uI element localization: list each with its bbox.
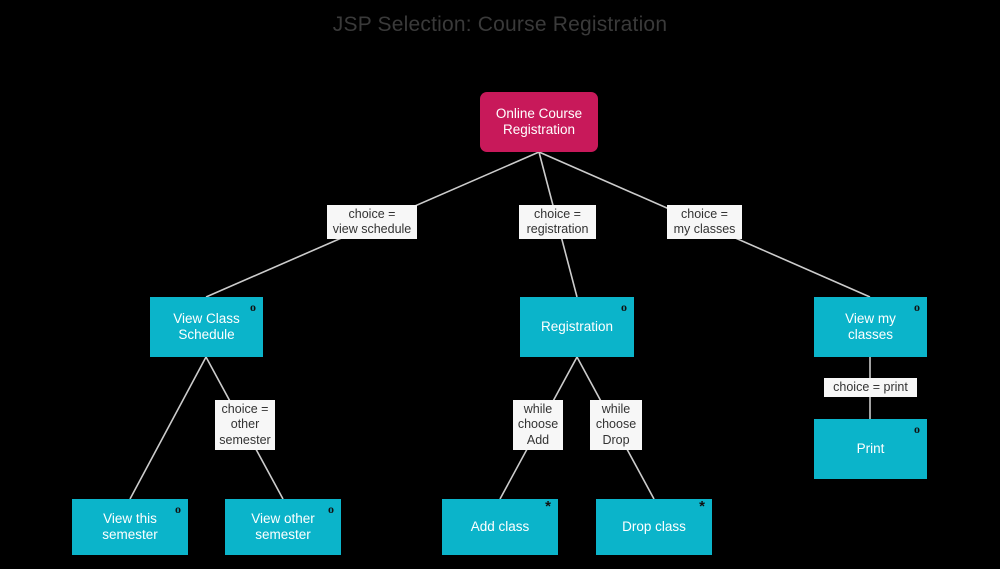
node-label: View my classes	[845, 311, 896, 342]
edge-label-text: while choose Drop	[595, 401, 637, 447]
node-marker-o: o	[914, 422, 920, 436]
node-online-course-registration[interactable]: Online Course Registration	[480, 92, 598, 152]
edge-label-choice-my-classes: choice = my classes	[667, 205, 742, 239]
node-print[interactable]: Print o	[814, 419, 927, 479]
node-view-other-semester[interactable]: View other semester o	[225, 499, 341, 555]
node-marker-star: *	[699, 498, 705, 515]
node-add-class[interactable]: Add class *	[442, 499, 558, 555]
edge-label-text: choice = my classes	[673, 206, 736, 237]
node-marker-o: o	[621, 300, 627, 314]
node-marker-star: *	[545, 498, 551, 515]
edge-label-choice-print: choice = print	[824, 378, 917, 397]
node-marker-o: o	[914, 300, 920, 314]
edge-label-choice-other-semester: choice = other semester	[215, 400, 275, 450]
edge-view-schedule-to-view-this	[129, 356, 207, 500]
node-marker-o: o	[250, 300, 256, 314]
node-label: Online Course Registration	[495, 106, 583, 137]
node-marker-o: o	[175, 502, 181, 516]
node-label: Print	[856, 441, 885, 456]
node-label: Registration	[540, 319, 614, 334]
node-label: View this semester	[102, 511, 158, 542]
node-label: View other semester	[251, 511, 315, 542]
node-label: Add class	[470, 519, 530, 534]
node-drop-class[interactable]: Drop class *	[596, 499, 712, 555]
edge-label-text: while choose Add	[517, 401, 559, 447]
node-view-this-semester[interactable]: View this semester o	[72, 499, 188, 555]
edge-label-text: choice = registration	[526, 206, 589, 237]
node-view-class-schedule[interactable]: View Class Schedule o	[150, 297, 263, 357]
edge-label-while-choose-add: while choose Add	[513, 400, 563, 450]
node-view-my-classes[interactable]: View my classes o	[814, 297, 927, 357]
edge-label-choice-registration: choice = registration	[519, 205, 596, 239]
page-title: JSP Selection: Course Registration	[332, 13, 668, 36]
node-label: Drop class	[622, 519, 686, 534]
node-marker-o: o	[328, 502, 334, 516]
edge-label-text: choice = print	[833, 379, 908, 394]
edge-label-choice-view-schedule: choice = view schedule	[327, 205, 417, 239]
edge-label-text: choice = other semester	[219, 401, 271, 447]
node-registration[interactable]: Registration o	[520, 297, 634, 357]
node-label: View Class Schedule	[173, 311, 240, 342]
edge-label-while-choose-drop: while choose Drop	[590, 400, 642, 450]
edge-label-text: choice = view schedule	[332, 206, 412, 237]
